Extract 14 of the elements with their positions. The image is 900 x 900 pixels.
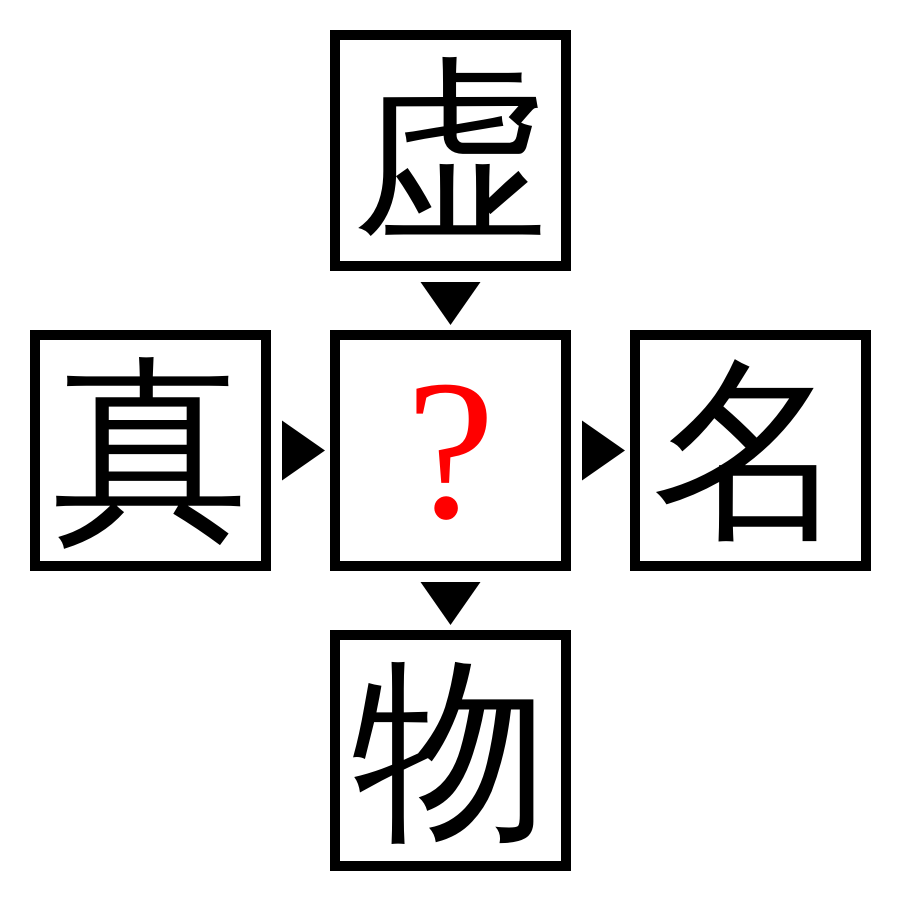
character-box xyxy=(330,630,571,871)
kanji-character: 虚 xyxy=(352,52,548,248)
arrow xyxy=(582,420,625,480)
arrow xyxy=(420,582,480,625)
character-box xyxy=(30,330,271,571)
kanji-character: 真 xyxy=(52,352,248,548)
arrow xyxy=(420,282,480,325)
arrow xyxy=(282,420,325,480)
question-mark: ? xyxy=(406,350,495,550)
character-box xyxy=(330,30,571,271)
kanji-character: 名 xyxy=(652,352,848,548)
kanji-character: 物 xyxy=(352,652,548,848)
character-box xyxy=(630,330,871,571)
character-box xyxy=(330,330,571,571)
